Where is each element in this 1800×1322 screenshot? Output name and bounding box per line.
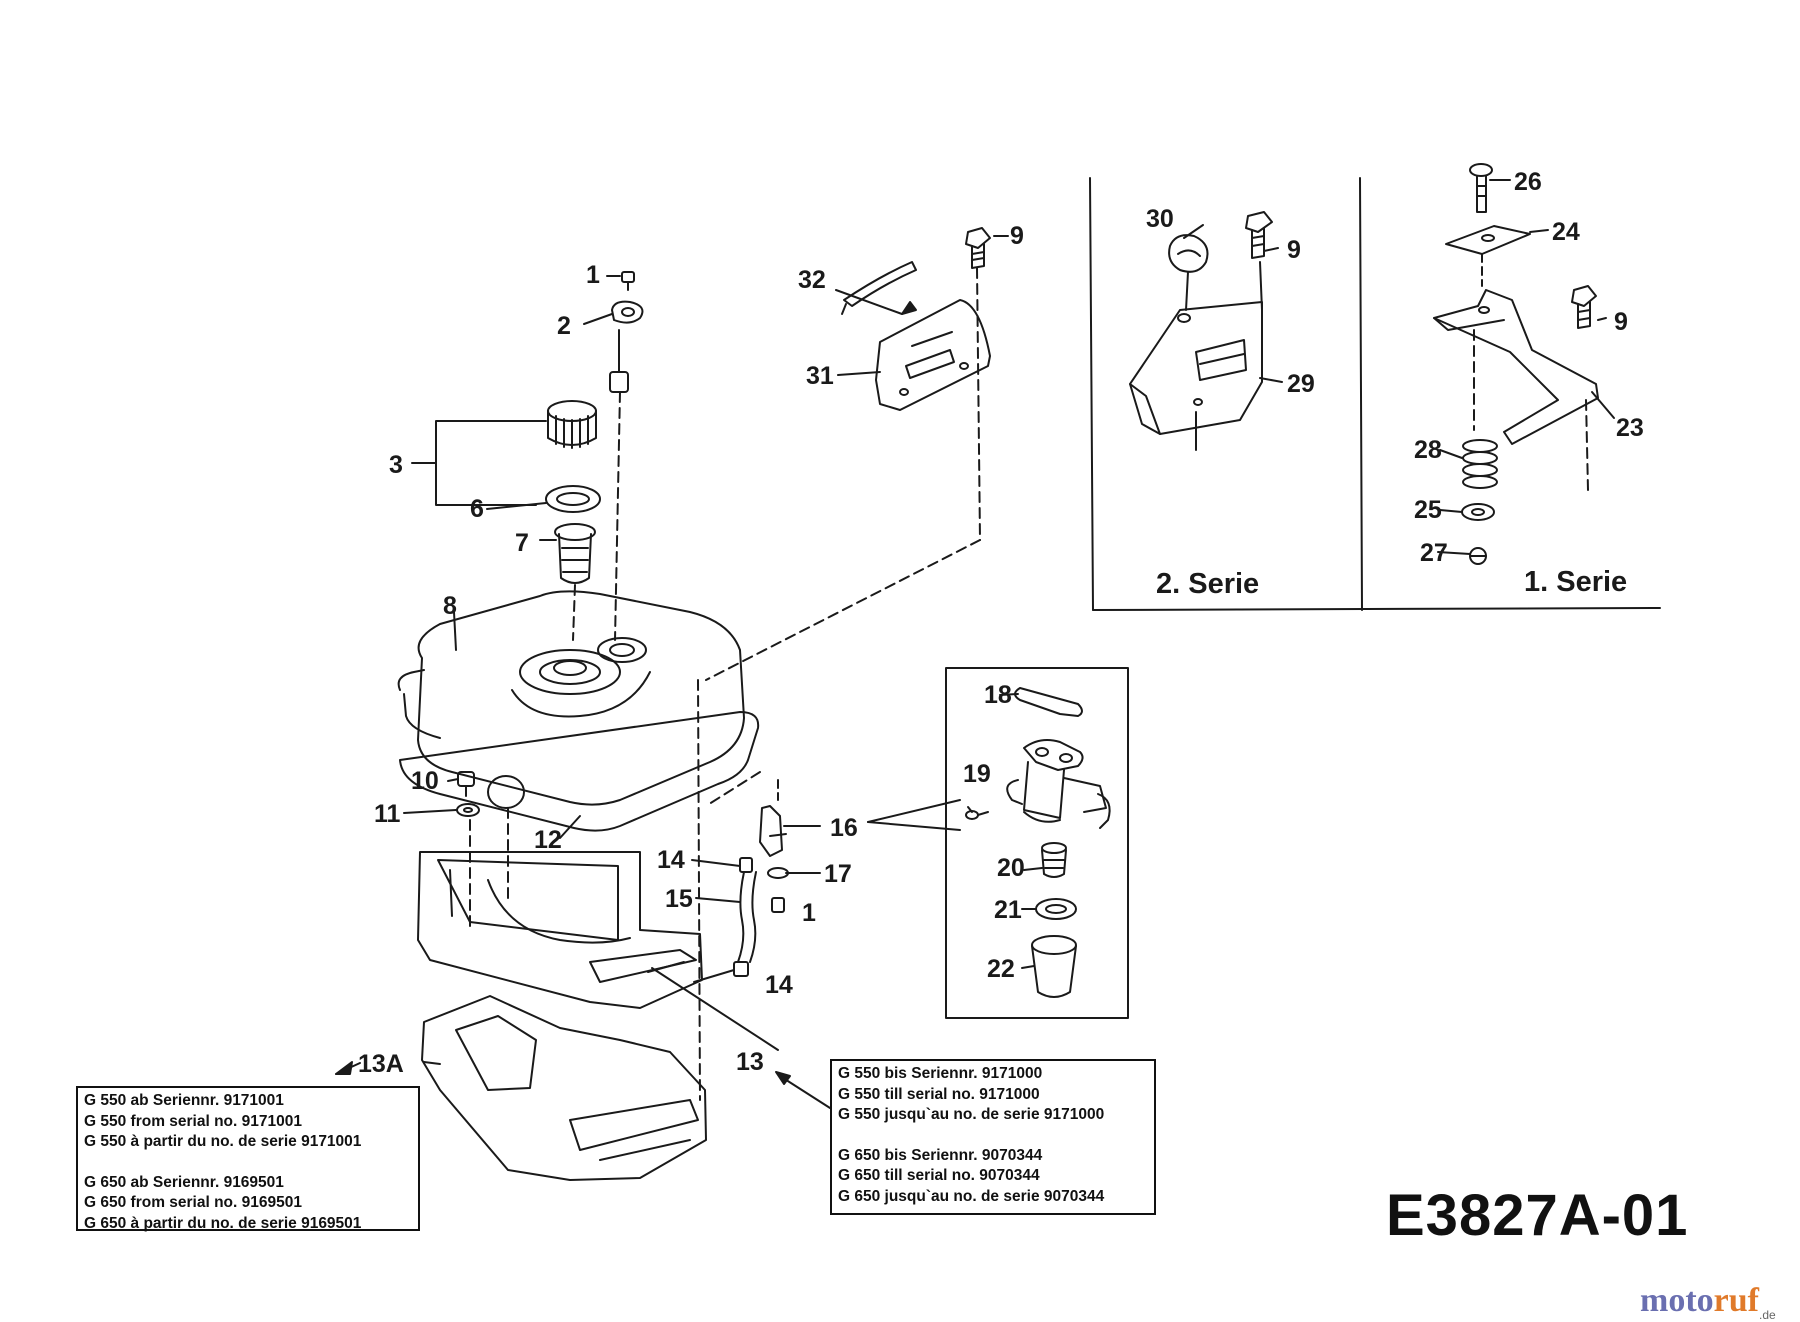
cushion-part-12 bbox=[487, 775, 525, 809]
note-right-line-3: G 550 jusqu`au no. de serie 9171000 bbox=[838, 1106, 1105, 1123]
leader-arrows bbox=[335, 301, 917, 1085]
series-1-label: 1. Serie bbox=[1524, 566, 1627, 598]
bracket-part-29 bbox=[1129, 301, 1263, 451]
callout-13A: 13A bbox=[358, 1050, 404, 1078]
callout-7: 7 bbox=[515, 529, 529, 557]
callout-9-serie2: 9 bbox=[1287, 236, 1301, 264]
guard-part-31 bbox=[875, 299, 991, 411]
sediment-cup-part-22 bbox=[1031, 935, 1077, 998]
note-right-line-6: G 650 jusqu`au no. de serie 9070344 bbox=[838, 1187, 1105, 1205]
bolt-part-9-main bbox=[965, 227, 991, 269]
watermark-logo: motoruf.de bbox=[1640, 1282, 1776, 1322]
callout-9-serie1: 9 bbox=[1614, 308, 1628, 336]
fuel-cap-part-3 bbox=[547, 400, 597, 449]
fuel-valve-box bbox=[945, 667, 1129, 1019]
leader-lines bbox=[335, 179, 1615, 1109]
note-left-line-4: G 650 ab Seriennr. 9169501 bbox=[84, 1173, 284, 1191]
callout-22: 22 bbox=[987, 955, 1015, 983]
callout-23: 23 bbox=[1616, 414, 1644, 442]
note-left-line-5: G 650 from serial no. 9169501 bbox=[84, 1194, 302, 1211]
callout-28: 28 bbox=[1414, 436, 1442, 464]
strap-part-32 bbox=[841, 261, 917, 315]
plate-part-24 bbox=[1445, 225, 1531, 287]
callout-8: 8 bbox=[443, 592, 457, 620]
callout-15: 15 bbox=[665, 885, 693, 913]
callout-1-top: 1 bbox=[586, 261, 600, 289]
tank-bracket-part-13A bbox=[421, 995, 707, 1181]
callout-6: 6 bbox=[470, 495, 484, 523]
callout-16: 16 bbox=[830, 814, 858, 842]
strainer-part-7 bbox=[554, 523, 596, 641]
callout-2: 2 bbox=[557, 312, 571, 340]
callout-1-lower: 1 bbox=[802, 899, 816, 927]
spring-part-28 bbox=[1462, 439, 1498, 489]
callout-9-main: 9 bbox=[1010, 222, 1024, 250]
note-left-line-2: G 550 from serial no. 9171001 bbox=[84, 1112, 302, 1130]
filter-screen-part-20 bbox=[1041, 842, 1067, 878]
note-right-line-1: G 550 bis Seriennr. 9171000 bbox=[838, 1065, 1043, 1082]
fuel-tank-part-8 bbox=[397, 590, 760, 832]
screw-part-26 bbox=[1469, 163, 1493, 213]
screw-part-19 bbox=[965, 810, 989, 820]
callout-14-lower: 14 bbox=[765, 971, 793, 999]
watermark-part-3: .de bbox=[1758, 1307, 1776, 1322]
tank-bracket-part-13 bbox=[417, 851, 779, 1051]
callout-25: 25 bbox=[1414, 496, 1442, 524]
callout-30: 30 bbox=[1146, 205, 1174, 233]
watermark-part-1: moto bbox=[1640, 1282, 1714, 1319]
serial-note-right: G 550 bis Seriennr. 9171000 G 550 till s… bbox=[830, 1059, 1156, 1215]
fuel-valve-part-16 bbox=[1006, 739, 1111, 829]
mounting-lines bbox=[469, 267, 981, 1101]
fuel-valve-bracket-part-16 bbox=[759, 779, 789, 913]
callout-20: 20 bbox=[997, 854, 1025, 882]
callout-29: 29 bbox=[1287, 370, 1315, 398]
series-2-label: 2. Serie bbox=[1156, 568, 1259, 600]
callout-27: 27 bbox=[1420, 539, 1448, 567]
callout-10: 10 bbox=[411, 767, 439, 795]
callout-3: 3 bbox=[389, 451, 403, 479]
serial-note-left: G 550 ab Seriennr. 9171001 G 550 from se… bbox=[76, 1086, 420, 1232]
rubber-cushion-part-30 bbox=[1168, 234, 1209, 311]
callout-11: 11 bbox=[374, 800, 401, 828]
callout-14-upper: 14 bbox=[657, 846, 685, 874]
series-panel-frame bbox=[1089, 177, 1661, 611]
note-left-line-1: G 550 ab Seriennr. 9171001 bbox=[84, 1092, 284, 1109]
dipstick-part-2 bbox=[609, 300, 644, 641]
note-left-line-3: G 550 à partir du no. de serie 9171001 bbox=[84, 1133, 362, 1150]
watermark-part-2: ruf bbox=[1713, 1282, 1759, 1319]
bolt-part-9-serie2 bbox=[1245, 211, 1273, 311]
drawing-code: E3827A-01 bbox=[1386, 1183, 1689, 1248]
note-right-line-4: G 650 bis Seriennr. 9070344 bbox=[838, 1146, 1043, 1164]
o-ring-part-21 bbox=[1035, 898, 1077, 920]
gasket-part-6 bbox=[545, 485, 601, 513]
callout-18: 18 bbox=[984, 681, 1012, 709]
bolt-part-9-serie1 bbox=[1571, 285, 1597, 491]
callout-19: 19 bbox=[963, 760, 991, 788]
fuel-hose-part-15 bbox=[733, 857, 757, 977]
screw-part-1 bbox=[621, 271, 635, 291]
washer-part-11 bbox=[456, 803, 480, 817]
bracket-part-23 bbox=[1433, 289, 1599, 445]
callout-32: 32 bbox=[798, 266, 826, 294]
bracket-3-6 bbox=[411, 420, 547, 506]
callout-24: 24 bbox=[1552, 218, 1580, 246]
callout-17: 17 bbox=[824, 860, 852, 888]
gasket-part-18 bbox=[1014, 687, 1083, 717]
callout-13: 13 bbox=[736, 1048, 764, 1076]
note-right-line-2: G 550 till serial no. 9171000 bbox=[838, 1085, 1040, 1103]
callout-21: 21 bbox=[994, 896, 1022, 924]
nut-part-27 bbox=[1469, 547, 1487, 565]
washer-part-25 bbox=[1461, 503, 1495, 521]
callout-26: 26 bbox=[1514, 168, 1542, 196]
callout-31: 31 bbox=[806, 362, 834, 390]
callout-12: 12 bbox=[534, 826, 562, 854]
note-right-line-5: G 650 till serial no. 9070344 bbox=[838, 1167, 1040, 1184]
note-left-line-6: G 650 à partir du no. de serie 9169501 bbox=[84, 1214, 362, 1232]
